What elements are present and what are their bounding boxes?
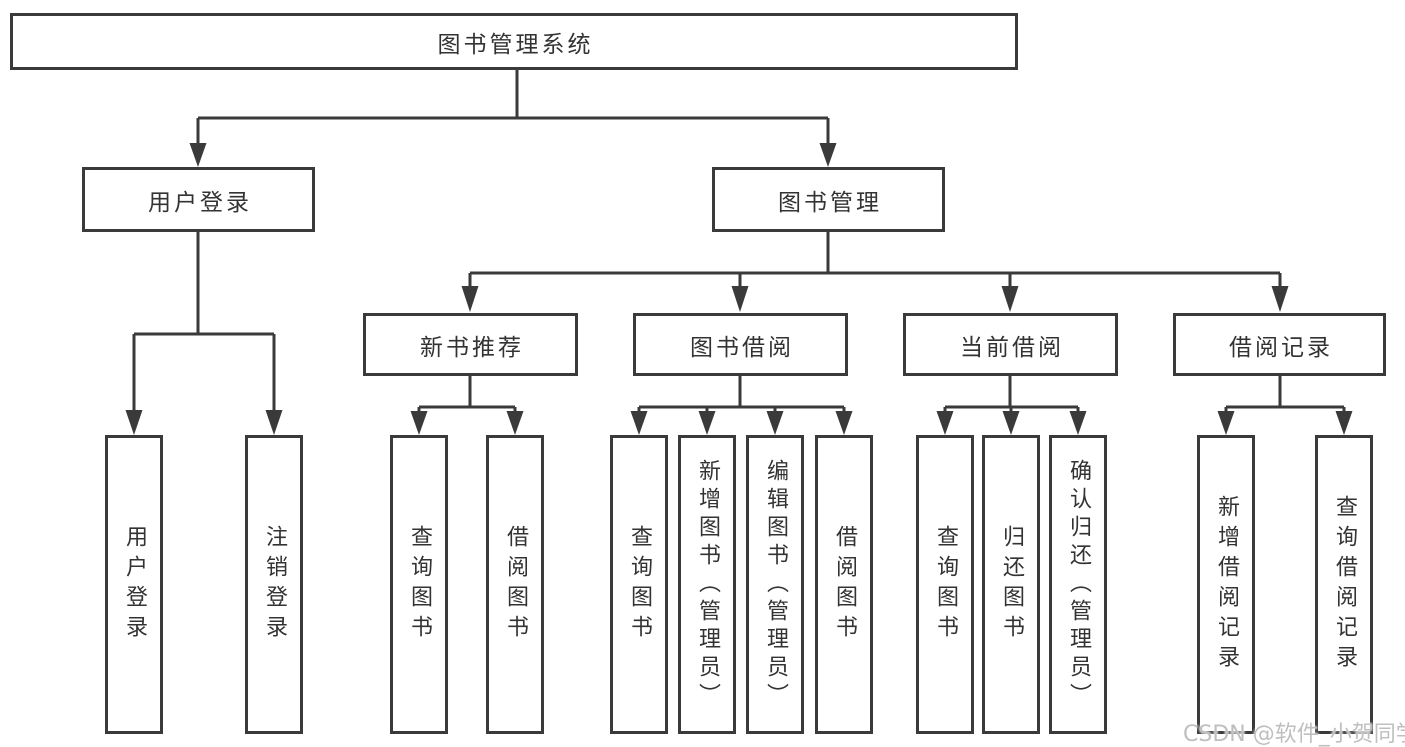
leaf-bb-add-books-label: 新增图书（管理员） [695, 458, 720, 711]
leaf-bb-edit-books: 编辑图书（管理员） [746, 435, 804, 734]
arrowheads [125, 143, 1353, 435]
leaf-cb-return-books-label: 归还图书 [999, 524, 1024, 645]
leaf-cb-query-books-label: 查询图书 [933, 524, 958, 645]
leaf-cb-confirm-return: 确认归还（管理员） [1049, 435, 1107, 734]
node-root-label: 图书管理系统 [437, 31, 594, 58]
node-book-mgmt: 图书管理 [712, 167, 945, 232]
leaf-bb-query-books-label: 查询图书 [627, 524, 652, 645]
leaf-cb-return-books: 归还图书 [982, 435, 1040, 734]
node-root: 图书管理系统 [10, 13, 1018, 70]
leaf-nb-query-books-label: 查询图书 [407, 524, 432, 645]
leaf-cb-query-books: 查询图书 [916, 435, 974, 734]
leaf-logout-login-label: 注销登录 [262, 524, 287, 645]
edge-userlogin-to-leaves [132, 232, 276, 411]
leaf-nb-borrow-books-label: 借阅图书 [503, 524, 528, 645]
node-current-borrow: 当前借阅 [903, 313, 1118, 376]
leaf-logout-login: 注销登录 [245, 435, 303, 734]
leaf-br-query-record-label: 查询借阅记录 [1332, 494, 1357, 675]
node-new-book-rec-label: 新书推荐 [420, 334, 524, 361]
edge-bookmgmt-to-level3 [468, 232, 1282, 287]
leaf-br-query-record: 查询借阅记录 [1315, 435, 1373, 734]
edge-bookborrow-to-leaves [637, 376, 846, 412]
leaf-br-add-record-label: 新增借阅记录 [1214, 494, 1239, 675]
edge-root-to-level2 [196, 70, 830, 144]
node-book-borrow: 图书借阅 [633, 313, 848, 376]
leaf-user-login: 用户登录 [105, 435, 163, 734]
edge-borrowrecords-to-leaves [1224, 376, 1346, 412]
node-current-borrow-label: 当前借阅 [960, 334, 1064, 361]
node-borrow-records-label: 借阅记录 [1229, 334, 1333, 361]
leaf-nb-borrow-books: 借阅图书 [486, 435, 544, 734]
node-borrow-records: 借阅记录 [1173, 313, 1386, 376]
watermark: CSDN @软件_小贺同学 [1183, 722, 1405, 747]
leaf-bb-borrow-books: 借阅图书 [815, 435, 873, 734]
leaf-bb-add-books: 新增图书（管理员） [678, 435, 736, 734]
leaf-br-add-record: 新增借阅记录 [1197, 435, 1255, 734]
leaf-nb-query-books: 查询图书 [390, 435, 448, 734]
node-new-book-rec: 新书推荐 [363, 313, 578, 376]
leaf-bb-edit-books-label: 编辑图书（管理员） [763, 458, 788, 711]
leaf-bb-borrow-books-label: 借阅图书 [832, 524, 857, 645]
node-user-login: 用户登录 [82, 167, 315, 232]
leaf-cb-confirm-return-label: 确认归还（管理员） [1066, 458, 1091, 711]
node-book-borrow-label: 图书借阅 [690, 334, 794, 361]
leaf-bb-query-books: 查询图书 [610, 435, 668, 734]
edge-newbookrec-to-leaves [417, 376, 517, 412]
edge-currentborrow-to-leaves [943, 376, 1080, 412]
leaf-user-login-label: 用户登录 [122, 524, 147, 645]
node-book-mgmt-label: 图书管理 [778, 189, 882, 216]
node-user-login-label: 用户登录 [148, 189, 252, 216]
